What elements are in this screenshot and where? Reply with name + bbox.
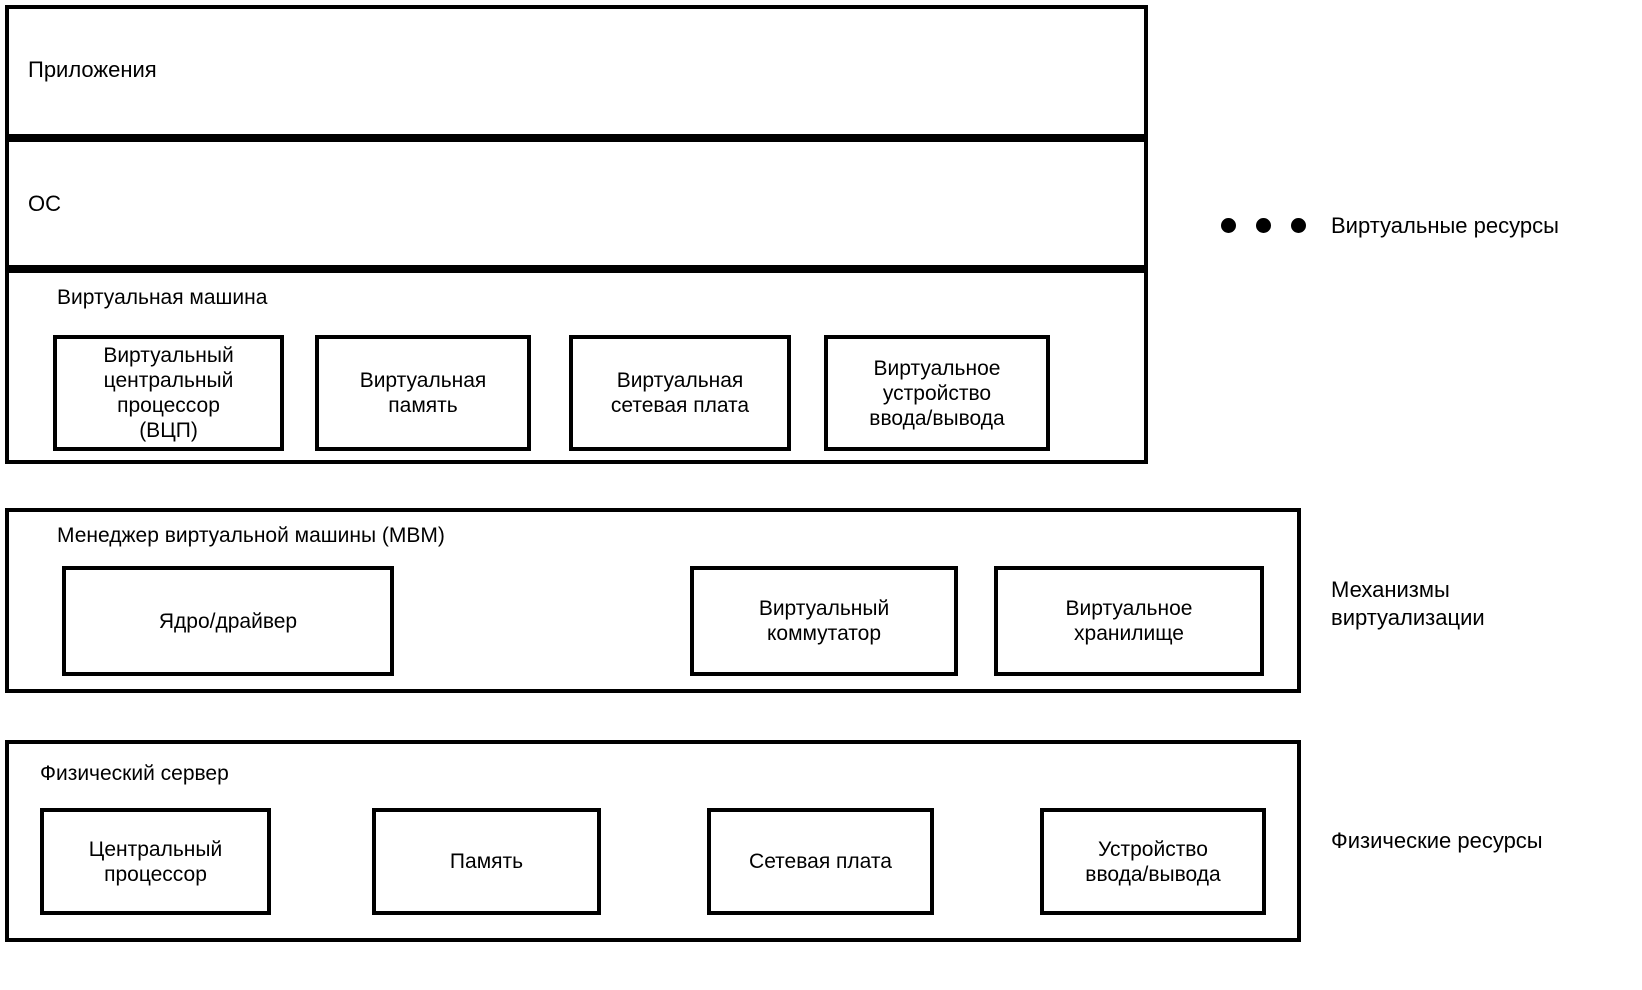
virtual-io-device-box: Виртуальное устройство ввода/вывода [824,335,1050,451]
virtual-memory-box: Виртуальная память [315,335,531,451]
os-label: ОС [28,191,61,216]
ellipsis-dot-icon [1291,218,1306,233]
io-device-box: Устройство ввода/вывода [1040,808,1266,915]
physical-resources-side-label: Физические ресурсы [1331,828,1543,853]
virtual-switch-label: Виртуальный коммутатор [758,597,890,645]
ellipsis-dot-icon [1256,218,1271,233]
vmm-label: Менеджер виртуальной машины (МВМ) [57,524,445,547]
nic-label: Сетевая плата [749,850,892,873]
virtual-storage-box: Виртуальное хранилище [994,566,1264,676]
virtualization-mechanisms-side-label: Механизмы виртуализации [1331,577,1485,630]
more-vms-ellipsis-icon [1221,218,1306,233]
applications-band [5,5,1148,138]
cpu-label: Центральный процессор [88,837,223,886]
physical-server-label: Физический сервер [40,762,229,785]
cpu-box: Центральный процессор [40,808,271,915]
virtual-nic-box: Виртуальная сетевая плата [569,335,791,451]
memory-box: Память [372,808,601,915]
virtual-storage-label: Виртуальное хранилище [1065,597,1193,645]
nic-box: Сетевая плата [707,808,934,915]
virtual-cpu-box: Виртуальный центральный процессор (ВЦП) [53,335,284,451]
io-device-label: Устройство ввода/вывода [1085,837,1221,886]
virtual-resources-side-label: Виртуальные ресурсы [1331,213,1559,238]
memory-label: Память [449,850,524,873]
kernel-driver-label: Ядро/драйвер [158,609,298,633]
virtual-machine-label: Виртуальная машина [57,286,268,309]
virtual-cpu-label: Виртуальный центральный процессор (ВЦП) [103,344,234,442]
virtual-io-device-label: Виртуальное устройство ввода/вывода [869,356,1005,430]
applications-label: Приложения [28,57,157,82]
kernel-driver-box: Ядро/драйвер [62,566,394,676]
ellipsis-dot-icon [1221,218,1236,233]
os-band [5,138,1148,269]
virtual-switch-box: Виртуальный коммутатор [690,566,958,676]
virtual-memory-label: Виртуальная память [359,369,487,417]
virtual-nic-label: Виртуальная сетевая плата [610,369,750,417]
